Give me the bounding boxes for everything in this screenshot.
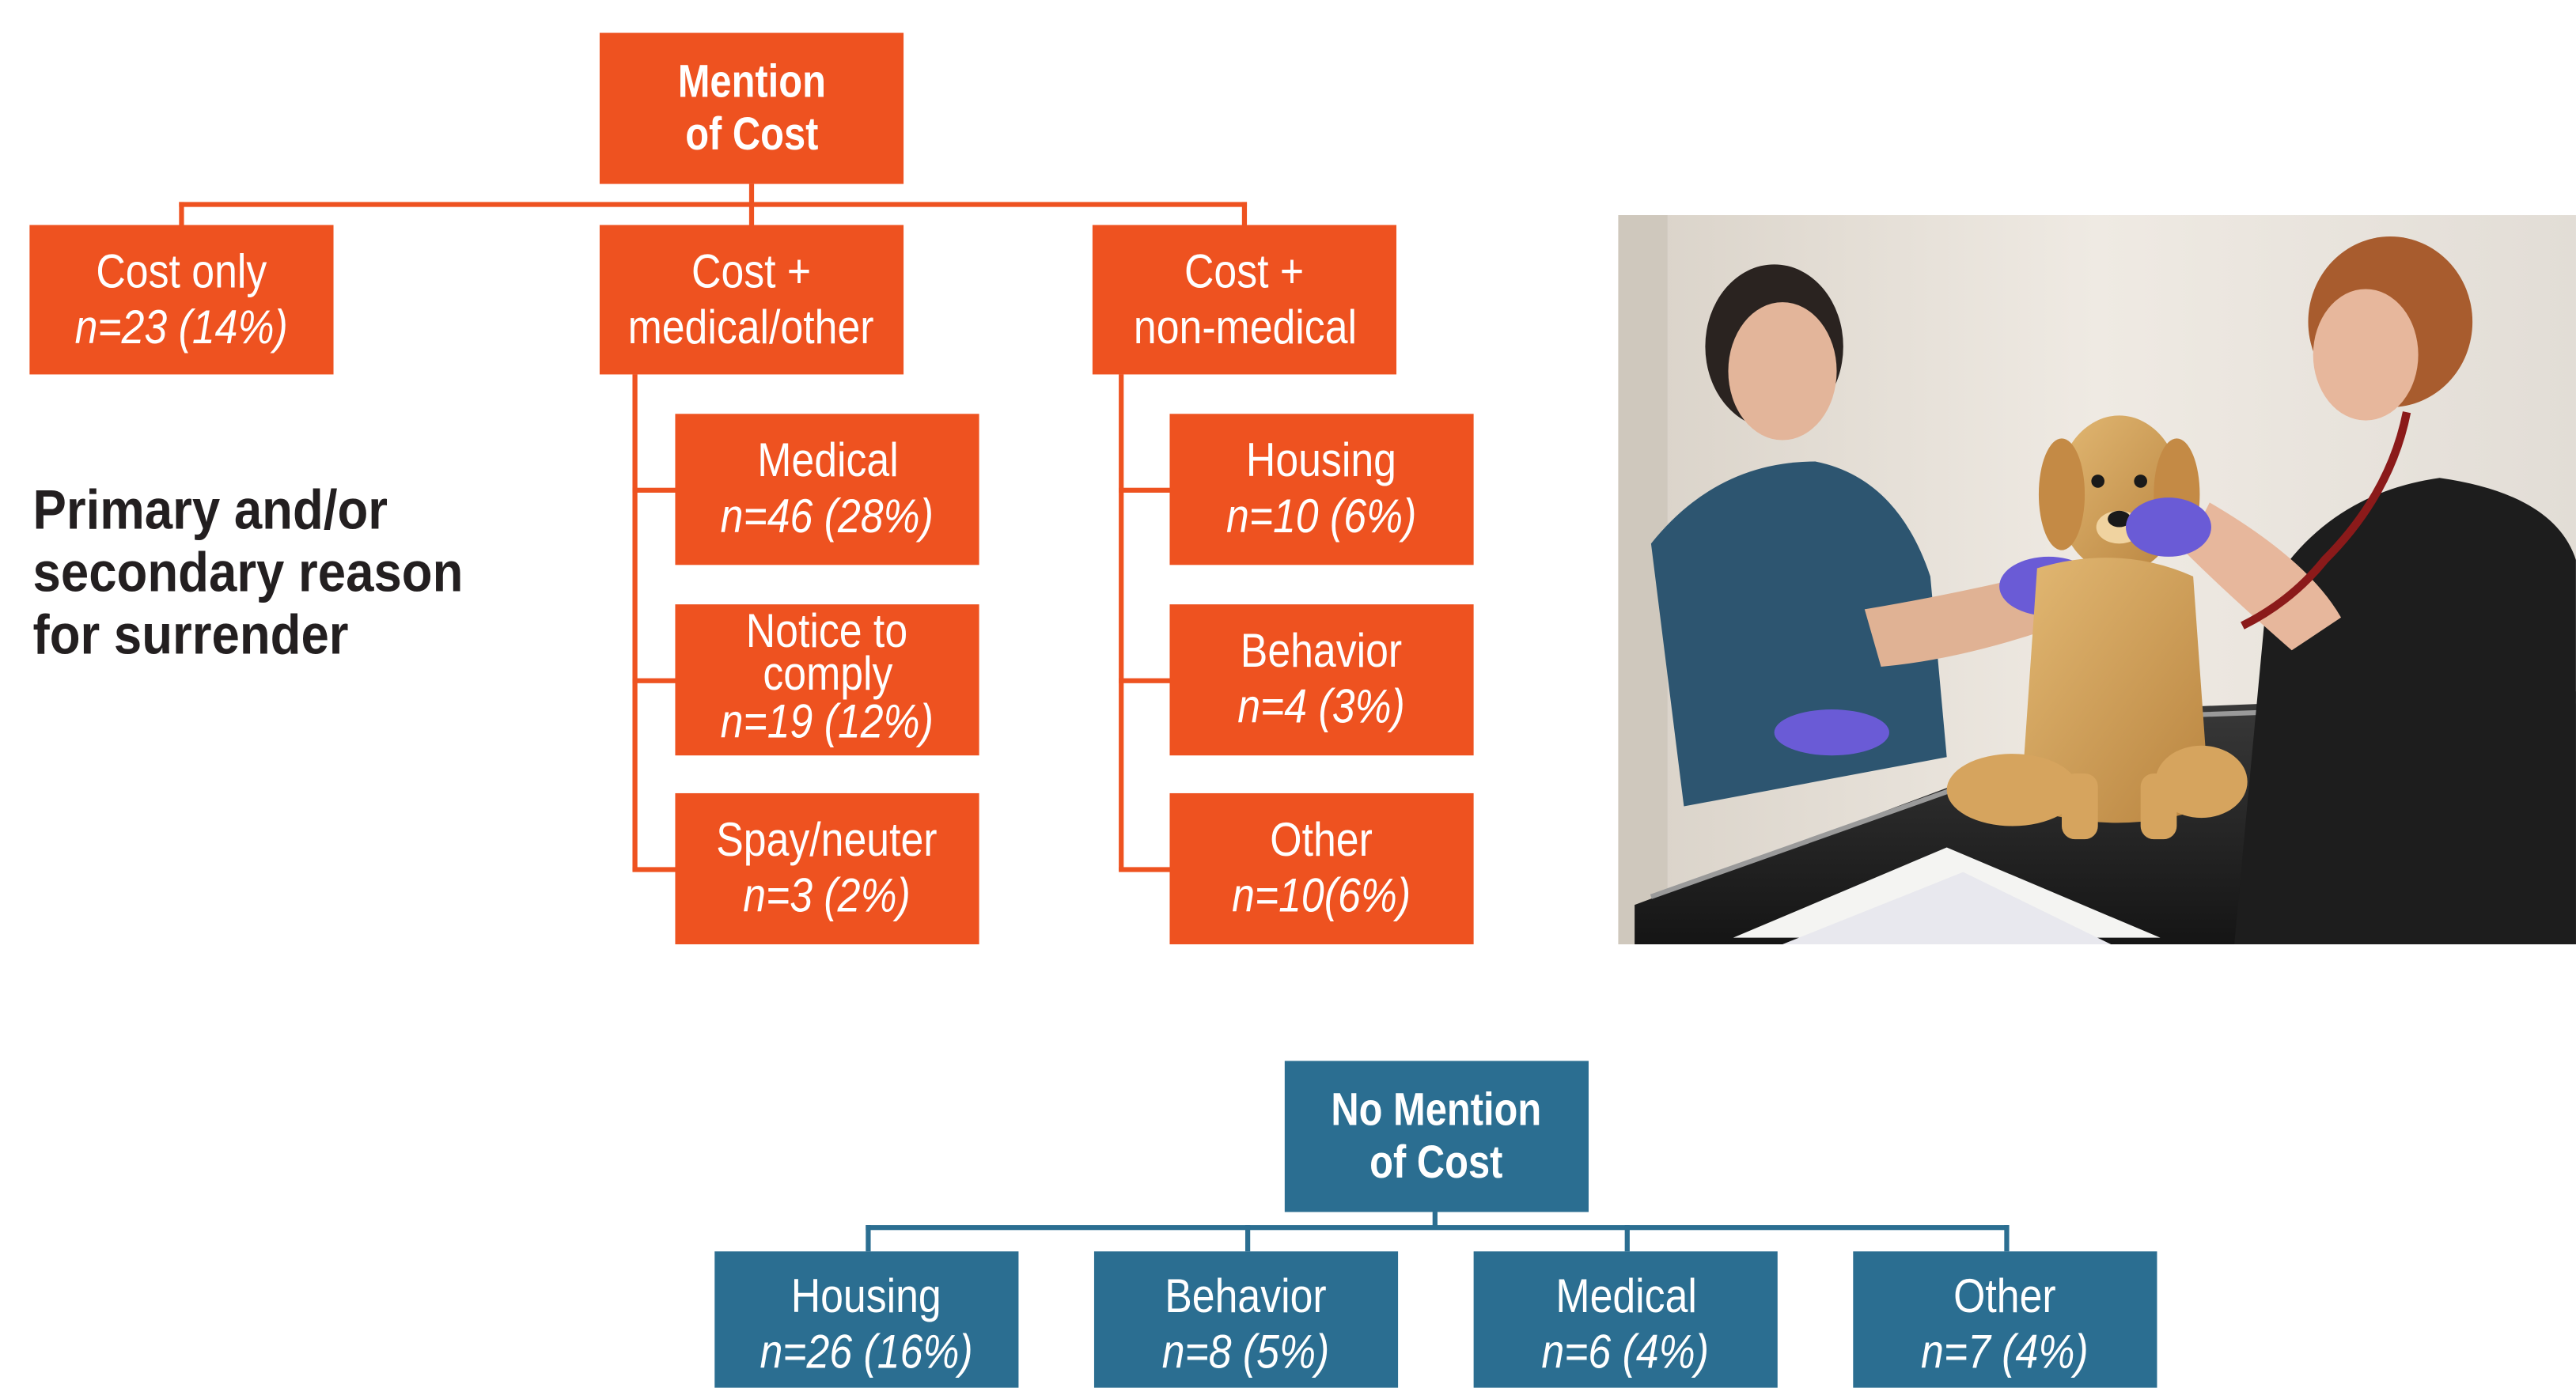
connector-to-notice: [632, 678, 677, 683]
housing-box: Housing n=10 (6%): [1169, 414, 1474, 565]
no-cost-behavior-count: n=8 (5%): [1162, 1326, 1330, 1379]
housing-label: Housing: [1246, 435, 1397, 488]
cost-medical-other-line1: Cost +: [691, 245, 812, 298]
other-box: Other n=10(6%): [1169, 792, 1474, 944]
connector-to-medical: [632, 487, 677, 493]
side-label-line3: for surrender: [32, 604, 349, 668]
reason-for-surrender-label: Primary and/or secondary reason for surr…: [33, 479, 526, 667]
connector-to-spay: [632, 867, 677, 872]
spay-neuter-label: Spay/neuter: [716, 814, 938, 868]
cost-only-label: Cost only: [96, 245, 267, 298]
no-cost-housing-count: n=26 (16%): [760, 1326, 973, 1379]
cost-medical-other-box: Cost + medical/other: [599, 225, 904, 375]
cost-non-medical-line2: non-medical: [1132, 301, 1356, 354]
no-cost-other-box: Other n=7 (4%): [1853, 1251, 2157, 1388]
connector-to-behavior: [1119, 678, 1172, 683]
no-cost-other-count: n=7 (4%): [1921, 1326, 2089, 1379]
no-cost-other-label: Other: [1953, 1270, 2057, 1323]
cost-non-medical-line1: Cost +: [1184, 245, 1305, 298]
medical-box: Medical n=46 (28%): [675, 414, 979, 565]
connector-non-medical-drop: [1241, 202, 1248, 225]
housing-count: n=10 (6%): [1226, 490, 1417, 544]
no-mention-of-cost-box: No Mention of Cost: [1284, 1061, 1589, 1212]
connector-cost-only-drop: [179, 202, 184, 225]
no-cost-medical-label: Medical: [1555, 1270, 1696, 1323]
side-label-line2: secondary reason: [32, 542, 464, 605]
connector-blue-other-drop: [2004, 1225, 2010, 1252]
connector-root-down: [748, 183, 755, 206]
notice-to-comply-count: n=19 (12%): [720, 696, 934, 749]
connector-blue-housing-drop: [866, 1225, 871, 1252]
behavior-label: Behavior: [1241, 626, 1403, 679]
connector-blue-bar: [866, 1225, 2010, 1231]
connector-medical-other-drop: [748, 202, 755, 225]
connector-non-medical-trunk: [1119, 374, 1124, 871]
cost-medical-other-line2: medical/other: [628, 301, 875, 354]
cost-non-medical-box: Cost + non-medical: [1092, 225, 1397, 375]
spay-neuter-box: Spay/neuter n=3 (2%): [675, 792, 979, 944]
no-cost-medical-count: n=6 (4%): [1541, 1326, 1710, 1379]
medical-count: n=46 (28%): [720, 490, 934, 544]
connector-to-housing: [1119, 487, 1172, 493]
connector-to-other: [1119, 867, 1172, 872]
vet-exam-illustration: [1618, 215, 2576, 944]
no-mention-of-cost-line2: of Cost: [1369, 1136, 1503, 1188]
cost-only-box: Cost only n=23 (14%): [29, 225, 334, 375]
mention-of-cost-line2: of Cost: [684, 108, 819, 160]
no-cost-behavior-label: Behavior: [1165, 1270, 1328, 1323]
other-count: n=10(6%): [1232, 870, 1411, 923]
side-label-line1: Primary and/or: [32, 479, 388, 543]
cost-only-count: n=23 (14%): [74, 301, 289, 354]
no-cost-behavior-box: Behavior n=8 (5%): [1093, 1251, 1399, 1388]
no-cost-housing-box: Housing n=26 (16%): [714, 1251, 1019, 1388]
behavior-box: Behavior n=4 (3%): [1169, 604, 1474, 756]
connector-blue-root-down: [1432, 1212, 1438, 1229]
mention-of-cost-box: Mention of Cost: [599, 32, 904, 184]
spay-neuter-count: n=3 (2%): [743, 870, 911, 923]
no-cost-medical-box: Medical n=6 (4%): [1473, 1251, 1778, 1388]
mention-of-cost-line1: Mention: [677, 55, 826, 107]
notice-to-comply-box: Notice to comply n=19 (12%): [675, 604, 979, 756]
connector-blue-behavior-drop: [1244, 1225, 1251, 1252]
notice-to-comply-line2: comply: [762, 649, 892, 702]
connector-top-bar: [179, 202, 1248, 207]
no-mention-of-cost-line1: No Mention: [1331, 1084, 1542, 1135]
connector-blue-medical-drop: [1624, 1225, 1630, 1252]
behavior-count: n=4 (3%): [1237, 681, 1406, 735]
notice-to-comply-line1: Notice to: [746, 606, 908, 659]
no-cost-housing-label: Housing: [791, 1270, 942, 1323]
other-label: Other: [1270, 814, 1373, 868]
connector-medical-other-trunk: [632, 374, 638, 871]
medical-label: Medical: [756, 435, 898, 488]
veterinary-photo: [1618, 215, 2576, 944]
